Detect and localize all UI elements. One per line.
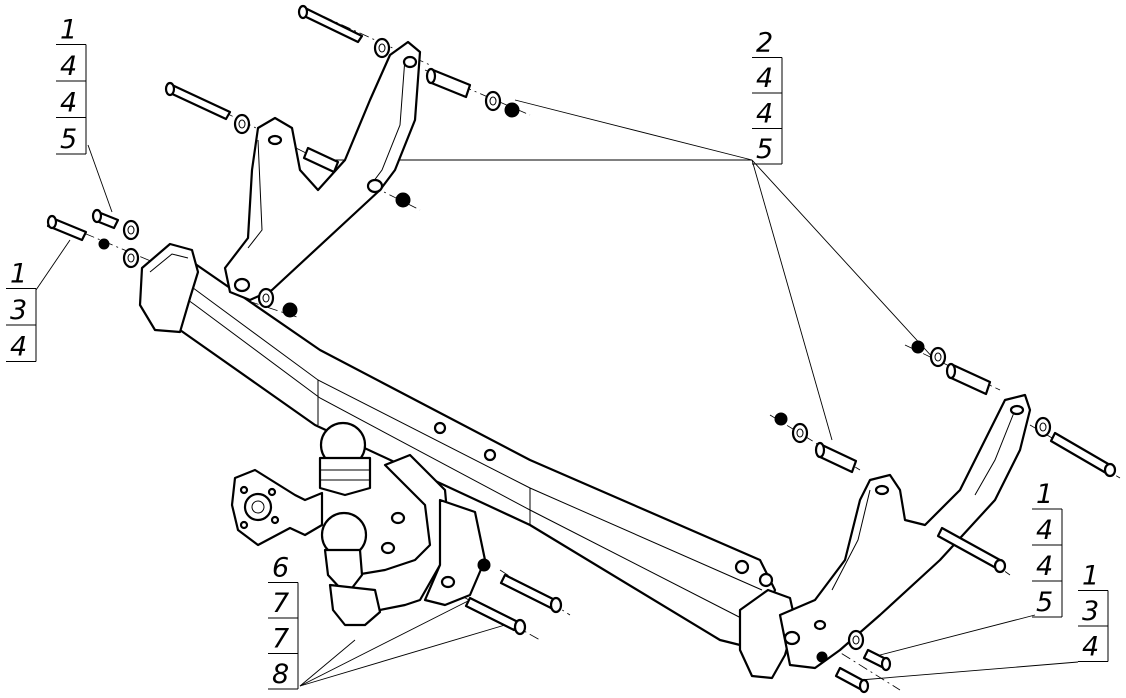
callout-number: 4 [1036,515,1053,546]
callout-number: 3 [1082,596,1099,627]
callout-number: 1 [1082,561,1099,592]
left-mounting-bracket [223,40,422,302]
ball-nut [477,558,491,572]
crossbar-tube [148,248,777,647]
spacer-sleeve-top [425,67,472,99]
callout-number: 4 [756,99,773,130]
callout-number: 3 [10,295,27,326]
washer-left-bracket [257,287,275,309]
spacer-sleeve-mid [302,146,340,174]
top-washer-1 [373,37,391,59]
callout-number: 1 [60,15,77,46]
right-bolt-mid [936,526,1007,574]
callout-number: 6 [272,553,289,584]
callout-top-left: 1 4 4 5 [56,15,87,155]
right-washer-4 [847,629,865,651]
right-spacer-2 [814,441,858,474]
right-bolt-short-1 [862,648,892,672]
right-washer-3 [1034,416,1052,438]
callout-number: 4 [60,88,77,119]
tow-ball-upper [318,421,372,497]
right-mounting-bracket [778,393,1032,670]
callout-number: 7 [272,624,289,655]
socket-plate [230,468,324,547]
callout-right-lower: 1 3 4 [1078,561,1109,663]
crossbar-right-end-cap [738,588,797,680]
callout-number: 5 [756,134,773,165]
callout-number: 5 [60,124,77,155]
callout-right-upper: 1 4 4 5 [1032,479,1063,618]
nut-left-bracket [282,302,298,318]
right-bolt-short-2 [834,666,870,694]
right-bolt-long [1049,431,1117,478]
right-washer-2 [791,422,809,444]
top-bolt-2 [164,81,232,121]
right-spacer-1 [945,362,992,396]
right-nut-1 [911,340,925,354]
callout-top-right: 2 4 4 5 [752,28,783,165]
crossbar-studs [433,421,774,588]
left-washer-2 [122,247,140,269]
ball-bolt-2 [464,596,527,636]
callout-number: 4 [1082,632,1099,663]
right-washer-1 [929,346,947,368]
top-bolt-1 [297,4,364,44]
tow-ball-mount [338,453,487,614]
callout-left: 1 3 4 [6,259,37,363]
callout-number: 4 [756,63,773,94]
callout-number: 7 [272,588,289,619]
callout-number: 8 [272,659,289,690]
left-bolt-short-2 [46,214,88,242]
callout-number: 1 [1036,479,1053,510]
right-nut-3 [816,651,828,663]
left-washer-1 [122,219,140,241]
right-nut-2 [774,412,788,426]
callout-number: 1 [10,259,27,290]
nut-mid [395,192,411,208]
callout-number: 4 [10,332,27,363]
nut-top [504,102,520,118]
callout-number: 5 [1036,587,1053,618]
left-nut [98,238,110,250]
top-washer-2 [233,113,251,135]
tow-ball-lower [320,511,382,627]
ball-bolt-1 [499,573,563,614]
callout-number: 4 [1036,551,1053,582]
spacer-washer-top [484,90,502,112]
callout-bottom-left: 6 7 7 8 [268,553,299,690]
crossbar-left-end-cap [138,242,200,334]
callout-number: 4 [60,51,77,82]
left-bolt-short-1 [91,208,120,230]
callout-number: 2 [756,28,773,59]
leader-lines [35,99,1079,687]
